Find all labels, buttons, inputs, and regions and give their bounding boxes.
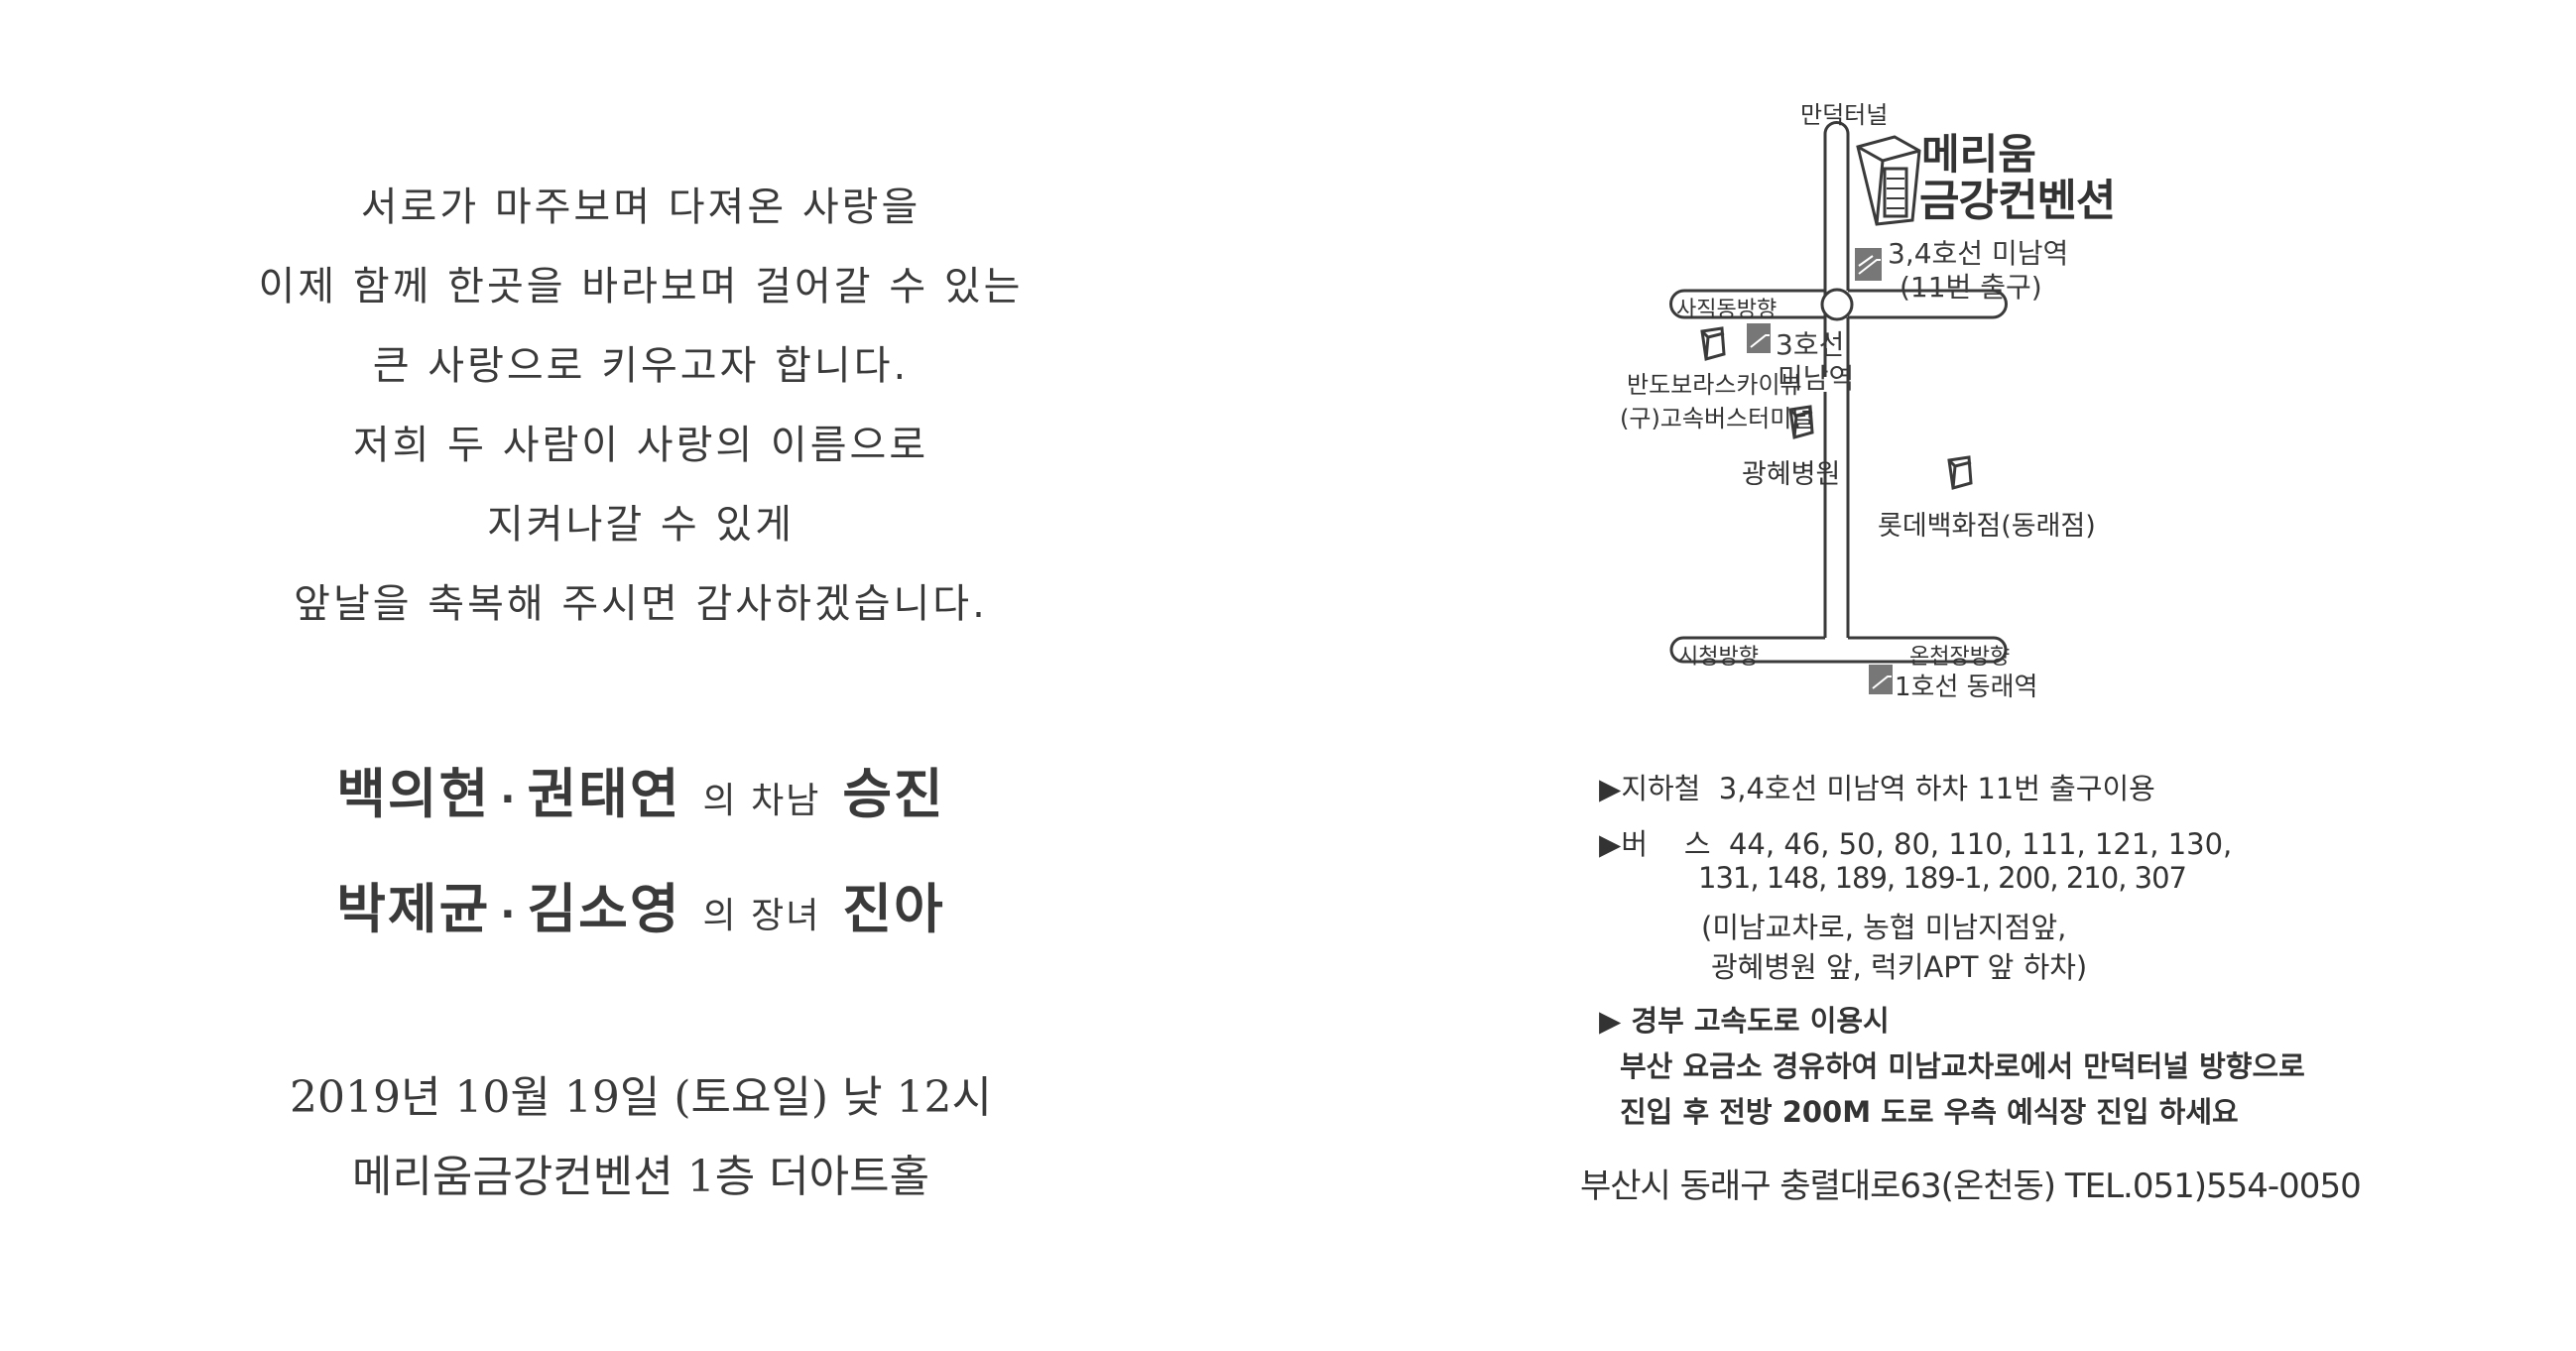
groom-name: 승진 — [842, 763, 945, 825]
roundabout — [1820, 288, 1854, 321]
highway-label: 경부 고속도로 이용시 — [1631, 1004, 1890, 1038]
bride-mother: 김소영 — [527, 878, 681, 940]
groom-mother: 권태연 — [527, 763, 681, 825]
subway-station-icon — [1869, 665, 1893, 694]
separator: · — [500, 892, 518, 937]
map-landmark: 광혜병원 — [1742, 459, 1841, 490]
groom-father: 백의현 — [336, 763, 491, 825]
road-upper-horizontal — [1669, 289, 2008, 319]
building-icon — [1947, 455, 1973, 490]
highway-text: 진입 후 전방 200M 도로 우측 예식장 진입 하세요 — [1620, 1095, 2239, 1129]
directions-bus: ▶버 스 44, 46, 50, 80, 110, 111, 121, 130, — [1599, 821, 2232, 863]
triangle-bullet-icon: ▶ — [1599, 1004, 1622, 1038]
bride-father: 박제균 — [336, 878, 491, 940]
bus-stops: 광혜병원 앞, 럭키APT 앞 하차) — [1711, 950, 2088, 984]
map-label-west-upper: 사직동방향 — [1676, 298, 1778, 322]
map-landmark: (구)고속버스터미널 — [1620, 405, 1814, 432]
bus-routes: 44, 46, 50, 80, 110, 111, 121, 130, — [1728, 827, 2233, 861]
map-venue-name: 메리움 — [1921, 130, 2036, 179]
message-line: 이제 함께 한곳을 바라보며 걸어갈 수 있는 — [258, 264, 1024, 309]
bride-relation: 의 장녀 — [702, 896, 821, 936]
subway-station-icon — [1747, 323, 1771, 353]
road-lower-horizontal — [1669, 636, 2008, 664]
venue-building-icon — [1856, 135, 1921, 226]
bus-label: 버 스 — [1621, 827, 1711, 861]
groom-relation: 의 차남 — [702, 781, 821, 821]
building-icon — [1788, 405, 1814, 439]
map-label-north: 만덕터널 — [1800, 101, 1889, 129]
road-vertical-lower — [1823, 317, 1850, 638]
building-icon — [1700, 326, 1726, 361]
separator: · — [500, 777, 518, 822]
map-station-3: 3호선 — [1776, 328, 1845, 361]
map-station-34-exit: (11번 출구) — [1900, 271, 2042, 304]
map-station-34: 3,4호선 미남역 — [1888, 237, 2069, 270]
map-label-east-lower: 온천장방향 — [1909, 645, 2011, 670]
directions-subway: ▶지하철 3,4호선 미남역 하차 11번 출구이용 — [1599, 766, 2155, 807]
message-line: 앞날을 축복해 주시면 감사하겠습니다. — [294, 581, 988, 627]
bus-routes: 131, 148, 189, 189-1, 200, 210, 307 — [1698, 861, 2187, 895]
triangle-bullet-icon: ▶ — [1599, 772, 1622, 805]
bride-name: 진아 — [842, 878, 945, 940]
map-landmark: 롯데백화점(동래점) — [1878, 511, 2096, 542]
directions-highway: ▶ 경부 고속도로 이용시 — [1599, 998, 1890, 1040]
map-station-1: 1호선 동래역 — [1895, 673, 2038, 702]
map-landmark: 반도보라스카이뷰 — [1627, 371, 1802, 399]
event-date: 2019년 10월 19일 (토요일) 낮 12시 — [289, 1072, 993, 1123]
bus-stops: (미남교차로, 농협 미남지점앞, — [1701, 911, 2067, 944]
triangle-bullet-icon: ▶ — [1599, 827, 1622, 861]
message-line: 저희 두 사람이 사랑의 이름으로 — [352, 423, 929, 468]
address: 부산시 동래구 충렬대로63(온천동) TEL.051)554-0050 — [1580, 1167, 2362, 1206]
map-venue-name: 금강컨벤션 — [1919, 176, 2116, 226]
road-vertical — [1823, 121, 1850, 317]
highway-text: 부산 요금소 경유하여 미남교차로에서 만덕터널 방향으로 — [1620, 1049, 2305, 1083]
subway-label: 지하철 — [1621, 772, 1701, 805]
subway-station-icon — [1855, 248, 1882, 281]
groom-family: 백의현·권태연 의 차남 승진 — [139, 750, 1143, 828]
subway-text: 3,4호선 미남역 하차 11번 출구이용 — [1718, 772, 2155, 805]
message-line: 서로가 마주보며 다져온 사랑을 — [360, 184, 921, 230]
event-venue: 메리움금강컨벤션 1층 더아트홀 — [351, 1152, 930, 1202]
message-line: 지켜나갈 수 있게 — [486, 502, 796, 548]
message-line: 큰 사랑으로 키우고자 합니다. — [372, 343, 910, 389]
map-station-3: 미남역 — [1778, 362, 1855, 395]
map-label-west-lower: 시청방향 — [1678, 645, 1759, 670]
bride-family: 박제균·김소영 의 장녀 진아 — [139, 865, 1143, 943]
